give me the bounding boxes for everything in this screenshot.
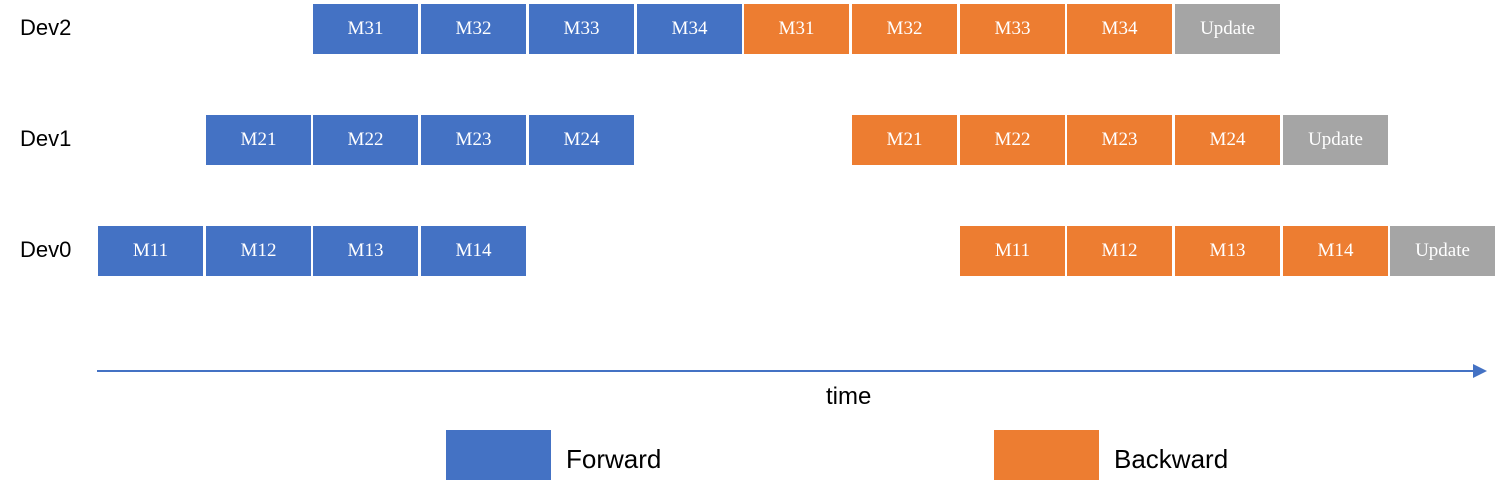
backward-block-dev0-m13: M13 (1175, 226, 1280, 276)
forward-block-dev0-m12: M12 (206, 226, 311, 276)
forward-block-dev1-m21: M21 (206, 115, 311, 165)
backward-block-dev2-m32: M32 (852, 4, 957, 54)
time-axis-label: time (826, 383, 872, 410)
legend-backward-label: Backward (1114, 444, 1229, 474)
legend-forward-swatch (446, 430, 551, 480)
backward-block-dev0-m14: M14 (1283, 226, 1388, 276)
backward-block-dev0-m11: M11 (960, 226, 1065, 276)
backward-block-dev2-m31: M31 (744, 4, 849, 54)
backward-block-dev1-m23: M23 (1067, 115, 1172, 165)
update-block-dev0-update: Update (1390, 226, 1495, 276)
forward-block-dev2-m33: M33 (529, 4, 634, 54)
forward-block-dev2-m34: M34 (637, 4, 742, 54)
backward-block-dev1-m24: M24 (1175, 115, 1280, 165)
time-axis (97, 364, 1487, 378)
forward-block-dev0-m11: M11 (98, 226, 203, 276)
forward-block-dev1-m24: M24 (529, 115, 634, 165)
legend-backward-swatch (994, 430, 1099, 480)
time-axis-line (97, 370, 1477, 372)
backward-block-dev2-m33: M33 (960, 4, 1065, 54)
forward-block-dev1-m22: M22 (313, 115, 418, 165)
legend-forward-label: Forward (566, 444, 662, 474)
update-block-dev2-update: Update (1175, 4, 1280, 54)
backward-block-dev0-m12: M12 (1067, 226, 1172, 276)
forward-block-dev1-m23: M23 (421, 115, 526, 165)
forward-block-dev2-m31: M31 (313, 4, 418, 54)
time-axis-arrowhead (1473, 364, 1487, 378)
backward-block-dev1-m21: M21 (852, 115, 957, 165)
device-label-dev0: Dev0 (20, 237, 72, 262)
forward-block-dev2-m32: M32 (421, 4, 526, 54)
update-block-dev1-update: Update (1283, 115, 1388, 165)
device-label-dev2: Dev2 (20, 15, 72, 40)
device-label-dev1: Dev1 (20, 126, 72, 151)
backward-block-dev2-m34: M34 (1067, 4, 1172, 54)
backward-block-dev1-m22: M22 (960, 115, 1065, 165)
forward-block-dev0-m14: M14 (421, 226, 526, 276)
forward-block-dev0-m13: M13 (313, 226, 418, 276)
